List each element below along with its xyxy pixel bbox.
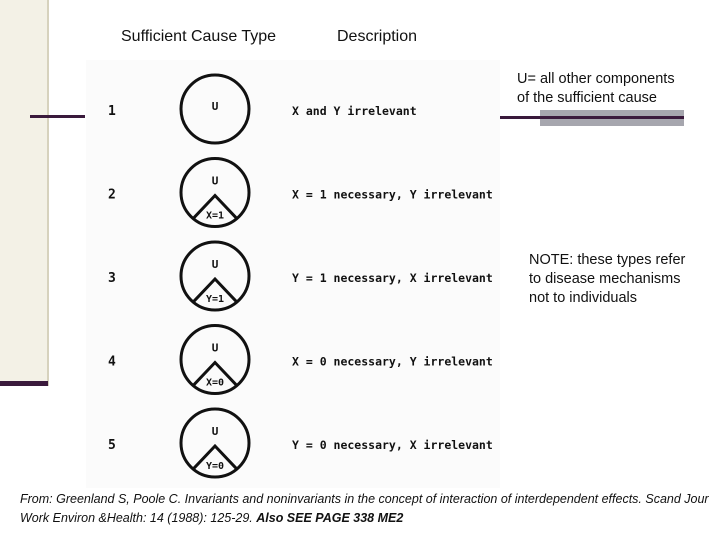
cause-circle bbox=[179, 324, 251, 395]
mechanism-note-line: to disease mechanisms bbox=[529, 271, 681, 287]
wedge-divider bbox=[192, 193, 238, 220]
u-label: U bbox=[212, 100, 219, 113]
right-divider-rule bbox=[500, 116, 684, 119]
wedge-divider bbox=[192, 276, 238, 304]
mechanism-note: NOTE: these types refer to disease mecha… bbox=[529, 251, 685, 308]
u-note-line: U= all other components bbox=[517, 71, 675, 87]
row-description: X = 0 necessary, Y irrelevant bbox=[292, 355, 493, 369]
u-label: U bbox=[212, 175, 219, 188]
cause-circle bbox=[179, 73, 251, 145]
see-page-reference: Also SEE PAGE 338 ME2 bbox=[256, 511, 404, 525]
citation-text: From: Greenland S, Poole C. Invariants a… bbox=[20, 492, 709, 525]
cause-circle bbox=[179, 407, 251, 479]
left-side-panel bbox=[0, 0, 49, 386]
row-description: X and Y irrelevant bbox=[292, 104, 417, 118]
u-note-line: of the sufficient cause bbox=[517, 90, 657, 106]
row-description: X = 1 necessary, Y irrelevant bbox=[292, 188, 493, 202]
wedge-divider bbox=[192, 443, 238, 471]
row-number: 2 bbox=[108, 188, 116, 203]
component-label: X=1 bbox=[206, 211, 224, 222]
description-column-header: Description bbox=[337, 28, 418, 45]
row-number: 1 bbox=[108, 104, 116, 119]
row-number: 3 bbox=[108, 271, 116, 286]
citation-footer: From: Greenland S, Poole C. Invariants a… bbox=[20, 490, 710, 528]
left-accent-bar bbox=[0, 381, 48, 386]
u-label: U bbox=[212, 258, 219, 271]
u-definition-note: U= all other components of the sufficien… bbox=[517, 70, 675, 108]
component-label: Y=0 bbox=[206, 461, 224, 472]
mechanism-note-line: NOTE: these types refer bbox=[529, 252, 686, 268]
mechanism-note-line: not to individuals bbox=[529, 290, 638, 306]
u-label: U bbox=[212, 425, 219, 438]
row-number: 5 bbox=[108, 438, 116, 453]
row-number: 4 bbox=[108, 355, 116, 370]
cause-circle bbox=[179, 240, 251, 312]
row-description: Y = 0 necessary, X irrelevant bbox=[292, 438, 493, 452]
cause-circle bbox=[179, 157, 251, 228]
left-divider-rule bbox=[30, 115, 85, 118]
row-description: Y = 1 necessary, X irrelevant bbox=[292, 271, 493, 285]
type-column-header: Sufficient Cause Type bbox=[121, 28, 277, 45]
u-label: U bbox=[212, 342, 219, 355]
component-label: X=0 bbox=[206, 378, 224, 389]
component-label: Y=1 bbox=[206, 294, 224, 305]
wedge-divider bbox=[192, 360, 238, 387]
